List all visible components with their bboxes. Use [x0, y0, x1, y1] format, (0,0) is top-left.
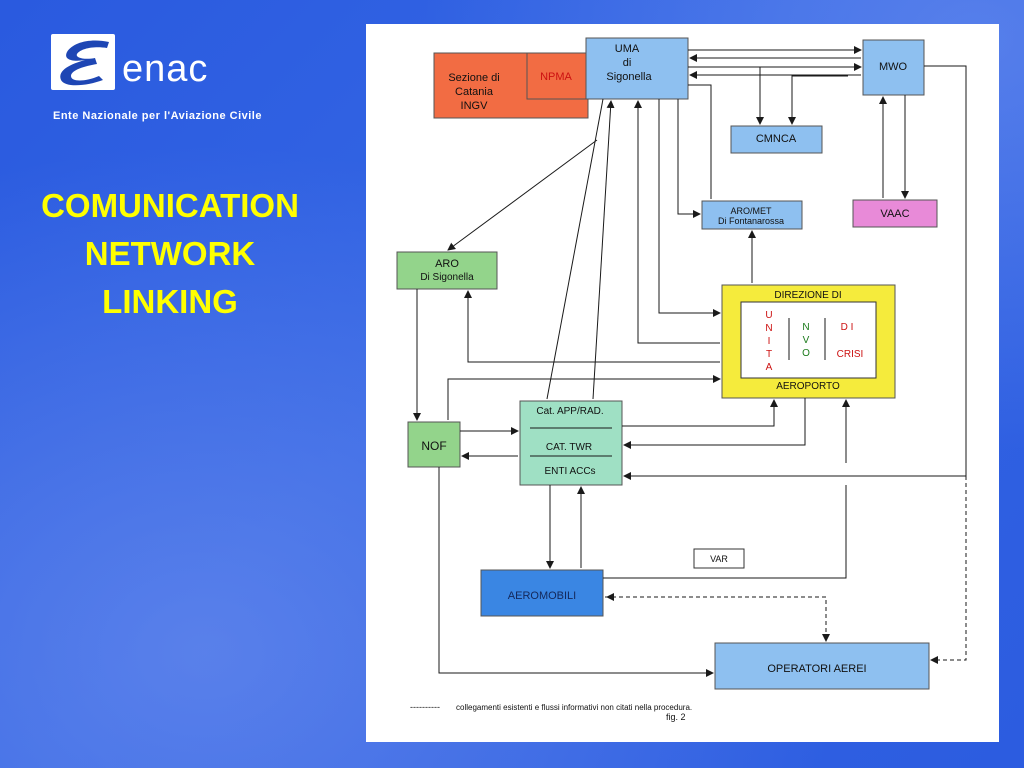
slide-title: COMUNICATION NETWORK LINKING — [10, 182, 330, 326]
nof-label: NOF — [421, 439, 446, 453]
box-vaac — [852, 199, 938, 228]
enti-accs-label: ENTI ACCs — [544, 466, 595, 477]
unita-i: I — [768, 336, 771, 347]
box-uma — [585, 37, 689, 100]
nvo-n: N — [802, 322, 809, 333]
nvo-v: V — [803, 335, 810, 346]
aeromobili-label: AEROMOBILI — [508, 590, 576, 602]
aro-line-1: ARO — [435, 258, 459, 270]
sezione-line-1: Sezione di — [448, 72, 499, 84]
unita-u: U — [765, 310, 772, 321]
var-label: VAR — [710, 554, 728, 564]
box-mwo — [862, 39, 925, 96]
cat-twr-label: CAT. TWR — [546, 442, 592, 453]
npma-label: NPMA — [540, 71, 572, 83]
unita-t: T — [766, 349, 772, 360]
cat-app-label: Cat. APP/RAD. — [536, 406, 603, 417]
enac-logo-text: enac — [122, 48, 209, 90]
box-direzione-inner — [740, 301, 877, 379]
legend-text: collegamenti esistenti e flussi informat… — [456, 703, 692, 712]
legend-dashes: ---------- — [410, 702, 440, 712]
aro-met-line-2: Di Fontanarossa — [718, 216, 784, 226]
crisi-label: CRISI — [837, 349, 864, 360]
sezione-line-2: Catania — [455, 86, 494, 98]
aro-met-line-1: ARO/MET — [730, 206, 772, 216]
enac-logo-mark — [51, 34, 115, 90]
box-aro-met — [701, 200, 803, 230]
box-cat-app — [519, 400, 623, 486]
nvo-o: O — [802, 348, 810, 359]
title-line-2: NETWORK — [84, 234, 256, 272]
box-operatori — [714, 642, 930, 690]
title-line-3: LINKING — [102, 282, 238, 320]
di-label: D I — [841, 322, 854, 333]
direzione-top: DIREZIONE DI — [774, 290, 841, 301]
uma-line-2: di — [623, 57, 632, 69]
unita-a: A — [766, 362, 773, 373]
cmnca-label: CMNCA — [756, 133, 797, 145]
enac-subtitle: Ente Nazionale per l'Aviazione Civile — [53, 110, 262, 122]
uma-line-1: UMA — [615, 43, 640, 55]
title-line-1: COMUNICATION — [41, 187, 299, 224]
box-aro — [396, 251, 498, 290]
box-var — [693, 548, 745, 569]
box-npma — [526, 52, 589, 100]
uma-line-3: Sigonella — [606, 71, 652, 83]
aeroporto-label: AEROPORTO — [776, 381, 840, 392]
vaac-label: VAAC — [880, 208, 909, 220]
aro-line-2: Di Sigonella — [420, 272, 474, 283]
mwo-label: MWO — [879, 61, 908, 73]
box-cmnca — [730, 125, 823, 154]
unita-n: N — [765, 323, 772, 334]
operatori-label: OPERATORI AEREI — [767, 663, 866, 675]
box-nof — [407, 421, 461, 468]
sezione-line-3: INGV — [461, 100, 489, 112]
fig-label: fig. 2 — [666, 712, 686, 722]
box-aeromobili — [480, 569, 604, 617]
